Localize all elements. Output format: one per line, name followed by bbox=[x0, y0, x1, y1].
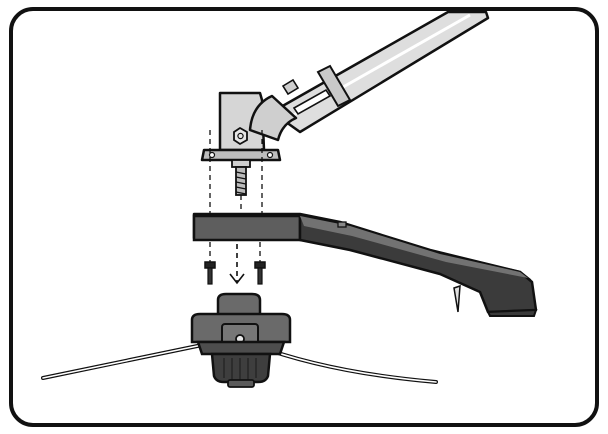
shaft-tube bbox=[270, 10, 490, 134]
trimmer-head bbox=[190, 292, 292, 388]
shaft-clamp bbox=[316, 64, 352, 108]
down-arrow-icon bbox=[229, 244, 245, 285]
hex-bolt-icon bbox=[233, 126, 248, 146]
trimmer-head-knob bbox=[210, 352, 272, 384]
grass-guard bbox=[192, 212, 538, 317]
hex-bolt-center bbox=[237, 132, 244, 140]
mounting-hardware bbox=[204, 242, 266, 285]
shaft bbox=[270, 10, 490, 134]
grass-guard-front bbox=[192, 214, 302, 242]
knob-grip-ribs bbox=[223, 358, 257, 380]
flange-hole-right bbox=[266, 151, 274, 159]
gearbox-elbow bbox=[248, 94, 298, 142]
trimmer-head-hub bbox=[216, 292, 262, 320]
threaded-stud bbox=[235, 166, 247, 196]
alignment-lines-upper bbox=[209, 130, 263, 215]
shaft-slot bbox=[292, 88, 332, 116]
trimmer-head-rim bbox=[196, 340, 286, 356]
knob-cap bbox=[227, 379, 255, 388]
guard-bump bbox=[337, 221, 347, 228]
grass-guard-tip bbox=[486, 308, 538, 317]
grass-guard-highlight bbox=[300, 216, 528, 278]
flange-nut bbox=[231, 159, 251, 168]
flange-hole-left bbox=[208, 151, 216, 159]
line-cutter-blade-icon bbox=[453, 284, 461, 313]
gearbox-mount bbox=[200, 91, 298, 196]
gearbox-flange bbox=[200, 148, 282, 162]
clamp-screw-icon bbox=[281, 78, 300, 96]
